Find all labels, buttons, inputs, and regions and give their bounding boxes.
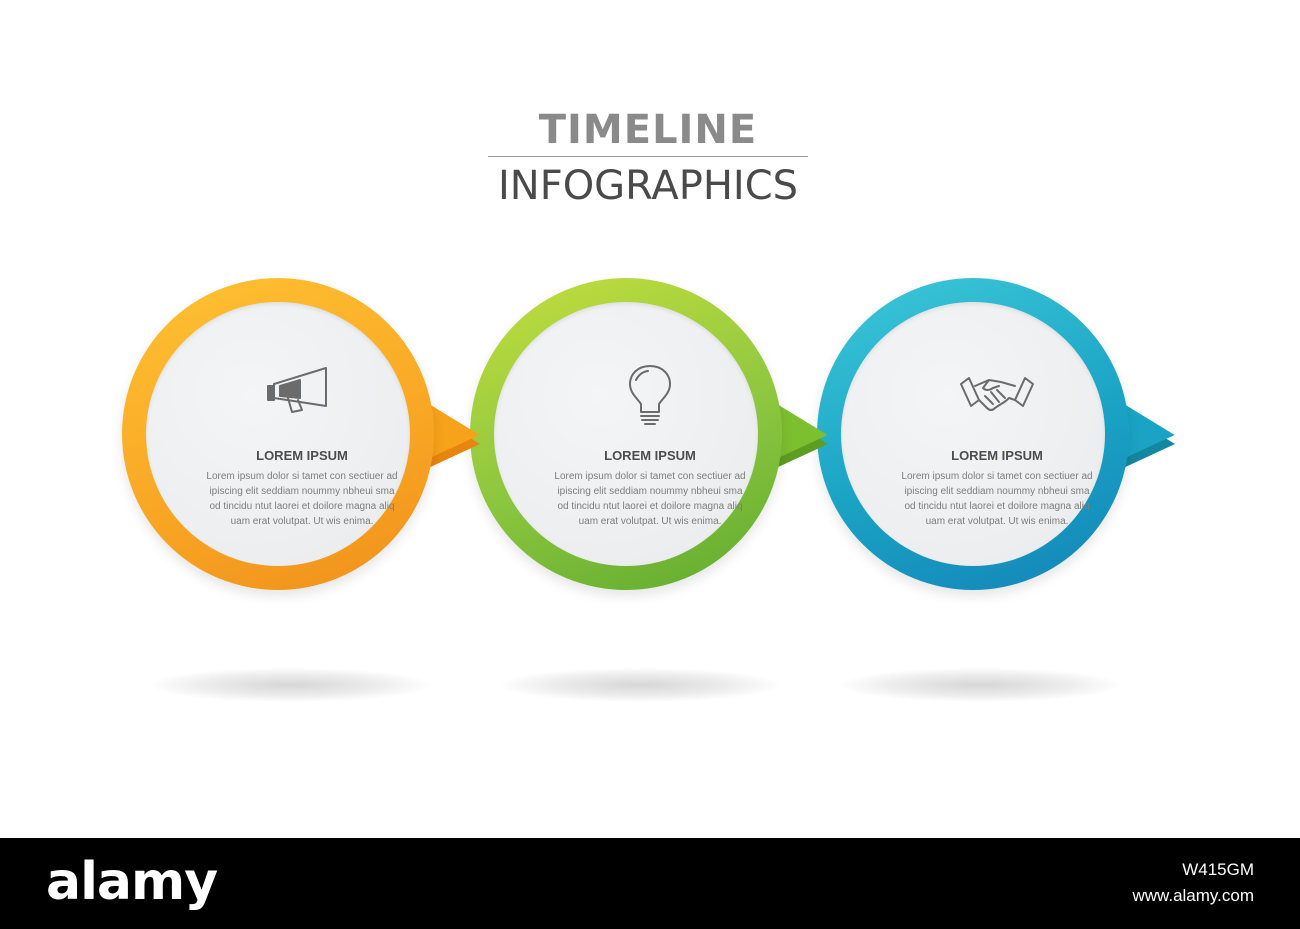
stock-footer: alamy W415GM www.alamy.com: [0, 838, 1300, 929]
step-2-shadow: [500, 668, 780, 702]
step-3-title: LOREM IPSUM: [951, 448, 1043, 463]
timeline-step-3: LOREM IPSUM Lorem ipsum dolor si tamet c…: [817, 278, 1177, 598]
title-timeline: TIMELINE: [538, 107, 758, 153]
infographic-canvas: TIMELINE INFOGRAPHICS LOREM IPSUM Lorem …: [122, 107, 1177, 702]
timeline-step-1: LOREM IPSUM Lorem ipsum dolor si tamet c…: [122, 278, 482, 598]
title-infographics: INFOGRAPHICS: [497, 163, 799, 209]
timeline-step-2: LOREM IPSUM Lorem ipsum dolor si tamet c…: [470, 278, 830, 598]
alamy-logo: alamy: [46, 852, 218, 912]
title-divider: [488, 156, 808, 157]
step-3-shadow: [840, 668, 1120, 702]
image-id: W415GM: [1182, 860, 1254, 879]
step-1-shadow: [150, 668, 430, 702]
lightbulb-icon: [629, 365, 671, 425]
handshake-icon: [960, 377, 1034, 411]
step-2-card: LOREM IPSUM Lorem ipsum dolor si tamet c…: [494, 302, 758, 566]
step-2-title: LOREM IPSUM: [604, 448, 696, 463]
step-1-description: Lorem ipsum dolor si tamet con sectiuer …: [206, 471, 398, 527]
megaphone-icon: [267, 367, 327, 413]
step-1-title: LOREM IPSUM: [256, 448, 348, 463]
step-3-description: Lorem ipsum dolor si tamet con sectiuer …: [901, 471, 1093, 527]
site-url: www.alamy.com: [1132, 886, 1254, 905]
step-1-card: LOREM IPSUM Lorem ipsum dolor si tamet c…: [146, 302, 410, 566]
step-3-card: LOREM IPSUM Lorem ipsum dolor si tamet c…: [841, 302, 1105, 566]
step-2-description: Lorem ipsum dolor si tamet con sectiuer …: [554, 471, 746, 527]
